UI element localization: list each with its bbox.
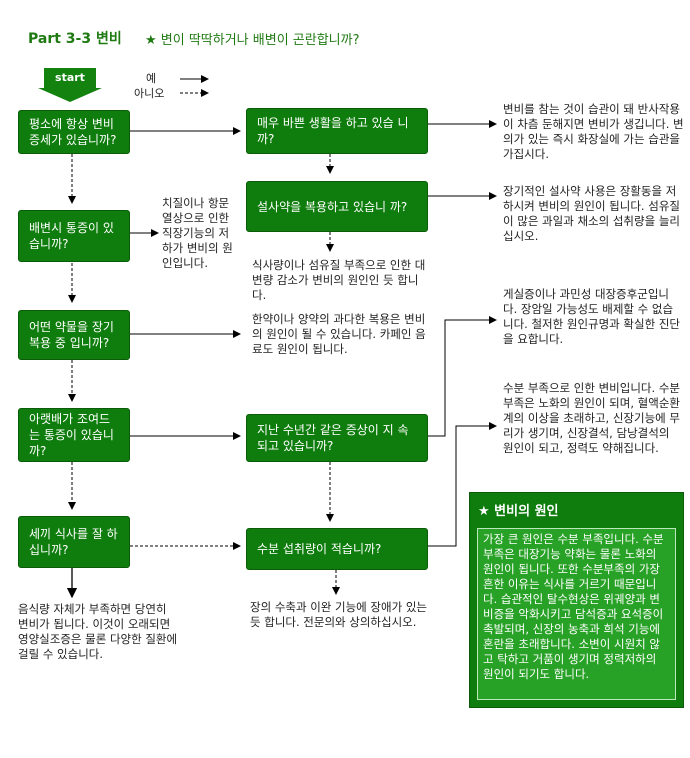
q9-yes-arrow (428, 422, 497, 547)
question-box-q5: 세끼 식사를 잘 하십니까? (18, 516, 130, 568)
question-box-q1: 평소에 항상 변비 증세가 있습니까? (18, 110, 130, 154)
legend-no-label: 아니오 (134, 87, 165, 100)
start-marker: start (44, 68, 96, 88)
note-laxative: 장기적인 설사약 사용은 장활동을 저하시켜 변비의 원인이 됩니다. 섬유질이… (503, 184, 680, 243)
note-dehydration: 수분 부족으로 인한 변비입니다. 수분 부족은 노화의 원인이 되며, 혈액순… (503, 381, 680, 455)
question-box-q2: 배변시 통증이 있 습니까? (18, 210, 130, 262)
note-medicine: 한약이나 양약의 과다한 복용은 변비의 원인이 될 수 있습니다. 카페인 음… (252, 312, 426, 356)
legend-yes-label: 예 (146, 72, 157, 85)
note-bowel-function: 장의 수축과 이완 기능에 장애가 있는 듯 합니다. 전문의와 상의하십시오. (250, 600, 427, 629)
question-box-q4: 아랫배가 조여드 는 통증이 있습니 까? (18, 408, 130, 462)
question-box-q3: 어떤 약물을 장기 복용 중 입니까? (18, 310, 130, 360)
question-box-q7: 설사약을 복용하고 있습니 까? (246, 181, 428, 232)
question-box-q9: 수분 섭취량이 적습니까? (246, 528, 428, 570)
note-fiber: 식사량이나 섬유질 부족으로 인한 대변량 감소가 변비의 원인인 듯 합니다. (252, 258, 426, 302)
note-habit: 변비를 참는 것이 습관이 돼 반사작용이 차츰 둔해지면 변비가 생깁니다. … (503, 102, 684, 161)
note-ibs: 게실증이나 과민성 대장증후군입니다. 장암일 가능성도 배제할 수 없습니다.… (503, 287, 680, 346)
cause-panel-title: ★ 변비의 원인 (478, 504, 559, 519)
page-title: Part 3-3 변비 (28, 31, 122, 47)
page-subtitle: ★ 변이 딱딱하거나 배변이 곤란합니까? (145, 33, 360, 48)
start-arrow-icon (38, 88, 102, 102)
question-box-q8: 지난 수년간 같은 증상이 지 속되고 있습니까? (246, 414, 428, 462)
note-malnutrition: 음식량 자체가 부족하면 당연히 변비가 됩니다. 이것이 오래되면 영양실조증… (18, 602, 178, 661)
question-box-q6: 매우 바쁜 생활을 하고 있습 니까? (246, 108, 428, 154)
q8-yes-arrow (428, 316, 497, 437)
note-hemorrhoid: 치질이나 항문 열상으로 인한 직장기능의 저하가 변비의 원인입니다. (162, 196, 233, 270)
cause-panel-body: 가장 큰 원인은 수분 부족입니다. 수분 부족은 대장기능 약화는 물론 노화… (477, 528, 676, 700)
